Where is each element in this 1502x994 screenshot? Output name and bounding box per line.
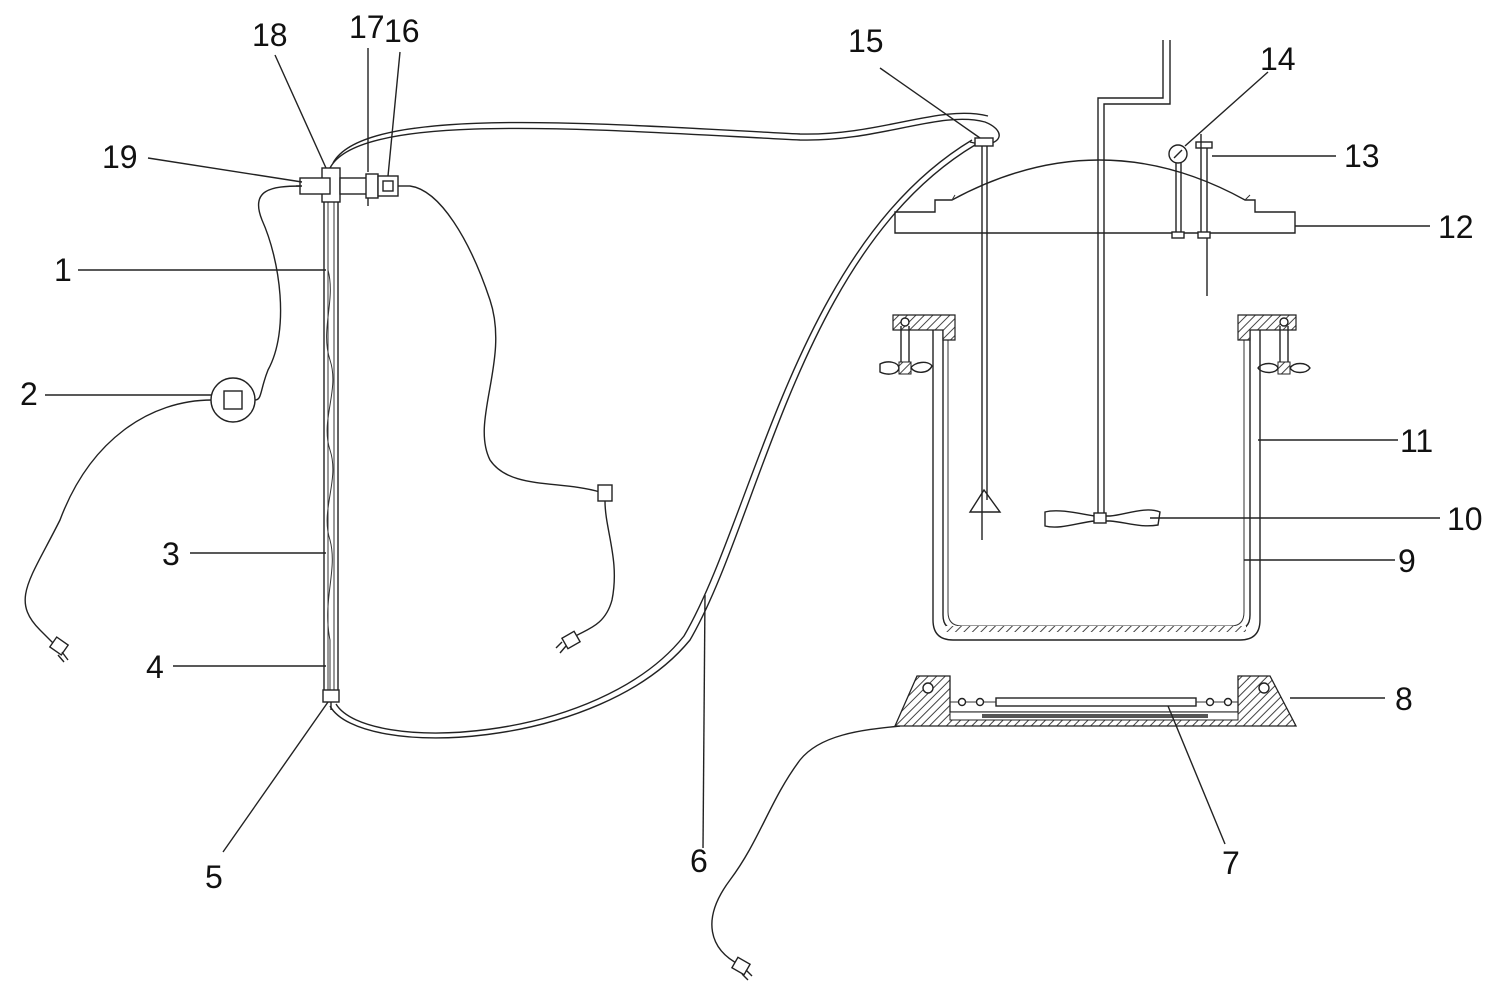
label-8: 8 — [1395, 681, 1413, 717]
vertical-tube-assembly — [296, 167, 410, 710]
label-4: 4 — [146, 649, 164, 685]
controller-2 — [210, 377, 256, 423]
label-2: 2 — [20, 376, 38, 412]
label-17: 17 — [349, 9, 385, 45]
hose-6 — [329, 112, 1000, 739]
heater-base — [894, 675, 1298, 727]
label-10: 10 — [1447, 501, 1483, 537]
lid-12 — [894, 159, 1296, 234]
probe-15 — [968, 137, 1002, 540]
label-13: 13 — [1344, 138, 1380, 174]
label-5: 5 — [205, 859, 223, 895]
clamp-right — [1257, 317, 1311, 375]
label-7: 7 — [1222, 845, 1240, 881]
label-12: 12 — [1438, 209, 1474, 245]
label-16: 16 — [384, 13, 420, 49]
clamp-left — [879, 317, 933, 375]
leader-lines — [45, 48, 1440, 853]
junction-box — [597, 484, 613, 502]
valve-13 — [1195, 134, 1213, 296]
plug-icon-bottom — [730, 956, 753, 981]
label-9: 9 — [1398, 543, 1416, 579]
label-18: 18 — [252, 17, 288, 53]
part-labels: 1 2 3 4 5 6 7 8 9 10 11 12 13 14 15 16 1… — [20, 9, 1483, 895]
plug-icon-left — [48, 636, 70, 663]
label-1: 1 — [54, 252, 72, 288]
label-19: 19 — [102, 139, 138, 175]
power-cords — [24, 185, 901, 981]
label-15: 15 — [848, 23, 884, 59]
stirrer-10 — [1044, 40, 1171, 528]
label-11: 11 — [1400, 423, 1433, 459]
gauge-14 — [1168, 144, 1188, 239]
label-3: 3 — [162, 536, 180, 572]
label-14: 14 — [1260, 41, 1296, 77]
plug-icon-middle — [555, 630, 582, 654]
label-6: 6 — [690, 843, 708, 879]
reactor-vessel — [879, 314, 1311, 641]
